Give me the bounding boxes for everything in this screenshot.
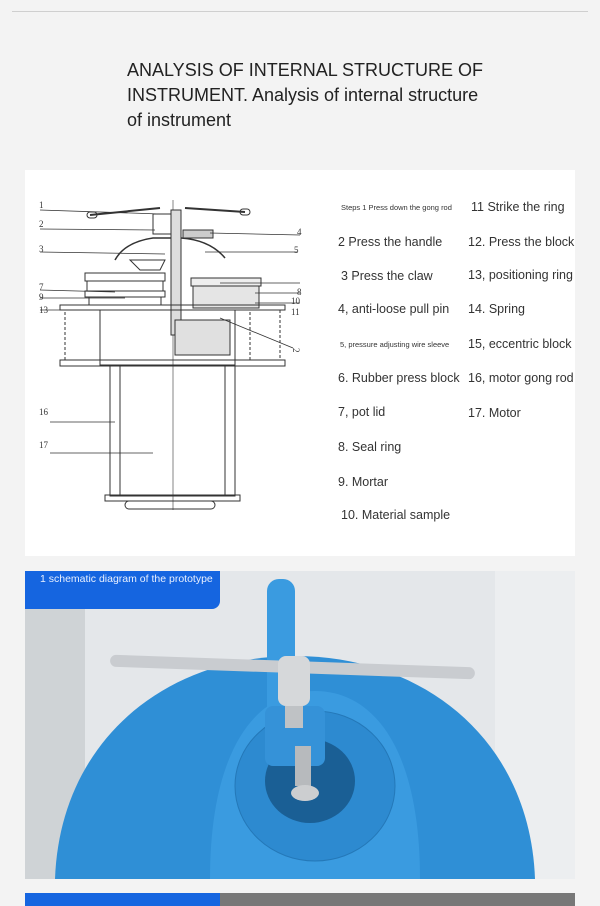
diagram-label: 9: [39, 292, 44, 302]
legend-item: 9. Mortar: [338, 475, 389, 489]
diagram-label: 8: [297, 287, 302, 297]
diagram-label: 4: [297, 227, 302, 237]
structure-diagram: 1 2 3 7 9 13 16 17 4 5 8 10 11 2: [39, 200, 302, 510]
diagram-label: 1: [39, 200, 44, 210]
legend-item: 8. Seal ring: [338, 440, 402, 454]
diagram-label: 2: [291, 348, 301, 353]
legend-item: 5, pressure adjusting wire sleeve: [340, 340, 450, 349]
legend-item: 3 Press the claw: [341, 269, 433, 283]
legend-item: 7, pot lid: [338, 405, 386, 419]
legend-item: 16, motor gong rod: [468, 371, 574, 385]
diagram-label: 3: [39, 244, 44, 254]
diagram-label: 17: [39, 440, 49, 450]
diagram-label: 16: [39, 407, 49, 417]
legend-item: 11 Strike the ring: [471, 200, 565, 214]
legend-item: 10. Material sample: [341, 508, 451, 522]
legend-item: 13, positioning ring: [468, 268, 573, 282]
top-divider: [12, 11, 588, 12]
next-section-banner: [25, 893, 575, 906]
photo-caption: 1 schematic diagram of the prototype: [25, 571, 220, 609]
page-title: ANALYSIS OF INTERNAL STRUCTURE OF INSTRU…: [127, 60, 484, 130]
structure-panel: 1 2 3 7 9 13 16 17 4 5 8 10 11 2 Steps 1…: [25, 170, 575, 556]
diagram-label: 2: [39, 219, 44, 229]
diagram-label: 5: [294, 245, 299, 255]
legend-item: 14. Spring: [468, 302, 525, 316]
legend-item: 4, anti-loose pull pin: [338, 302, 450, 316]
legend-item: Steps 1 Press down the gong rod: [341, 203, 452, 212]
legend-item: 15, eccentric block: [468, 337, 572, 351]
diagram-label: 13: [39, 305, 49, 315]
legend-item: 6. Rubber press block: [338, 371, 460, 385]
diagram-label: 11: [291, 307, 300, 317]
next-section-caption: [25, 893, 220, 906]
legend-item: 12. Press the block: [468, 235, 575, 249]
diagram-label: 10: [291, 296, 301, 306]
prototype-illustration: [25, 571, 575, 879]
legend-item: 17. Motor: [468, 406, 521, 420]
legend-item: 2 Press the handle: [338, 235, 443, 249]
diagram-label: 7: [39, 282, 44, 292]
prototype-photo: 1 schematic diagram of the prototype: [25, 571, 575, 879]
